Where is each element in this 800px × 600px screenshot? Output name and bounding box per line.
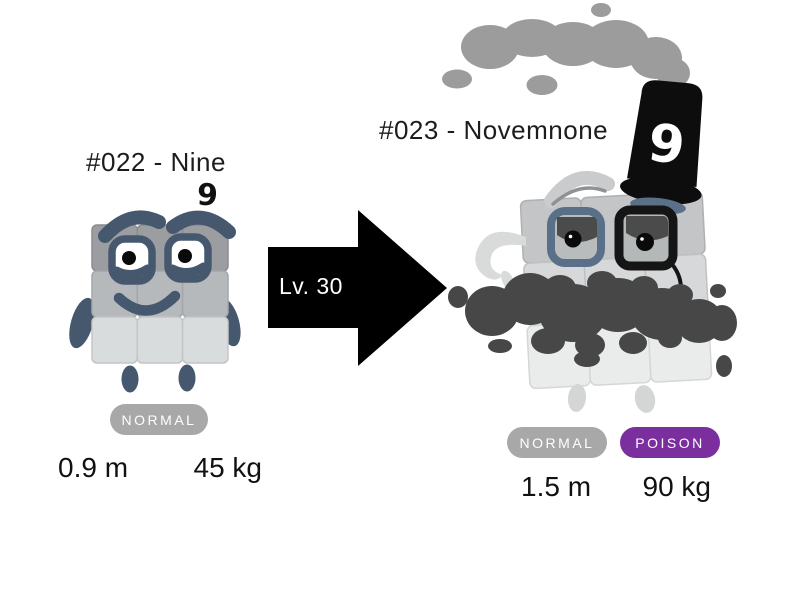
type-badge-label: NORMAL [121,411,197,428]
height-value: 0.9 m [58,452,129,483]
weight-value: 90 kg [642,471,712,502]
gray-eyebrow [544,170,615,208]
type-badge-label: NORMAL [519,434,595,451]
novemnone-character-illustration: 9 [442,3,737,413]
evolved-feet [567,384,656,413]
evolved-type-badges: NORMAL POISON [507,427,720,458]
base-eyebrows [98,210,236,243]
smoke-mustache [448,271,737,377]
base-eyes [108,233,212,285]
type-badge-poison: POISON [620,427,720,458]
height-value: 1.5 m [521,471,592,502]
hat-number: 9 [645,113,688,177]
base-title: #022 - Nine [86,147,226,177]
evolution-level-label: Lv. 30 [279,273,343,299]
smoke-cloud [442,3,690,95]
base-stats: 0.9 m 45 kg [58,452,262,484]
left-eye [547,207,605,267]
type-badge-normal: NORMAL [110,404,208,435]
monocle [614,205,683,314]
evolved-stats: 1.5 m 90 kg [521,471,711,503]
top-hat: 9 [620,80,703,205]
evolved-title: #023 - Novemnone [379,115,609,145]
nine-character-illustration [69,210,241,393]
base-feet [121,364,196,393]
type-badge-normal: NORMAL [507,427,607,458]
evolution-arrow [268,210,447,366]
base-mouth [113,290,181,316]
weight-value: 45 kg [193,452,263,483]
type-badge-label: POISON [635,434,705,451]
